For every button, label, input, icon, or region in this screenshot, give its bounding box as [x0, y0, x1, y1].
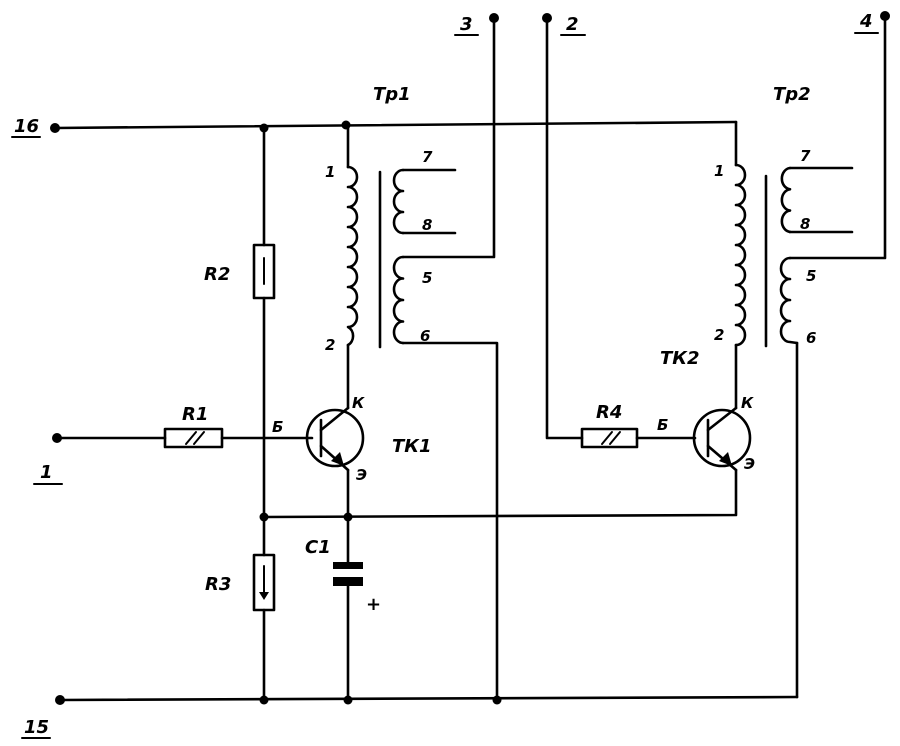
terminal-dots: [50, 11, 890, 705]
tr2-pin-1: 1: [714, 162, 724, 180]
terminal-16-dot: [50, 123, 60, 133]
tk2-body: [692, 408, 752, 468]
r1-body: [163, 427, 224, 449]
transistor-tk1: Б К Э ТК1: [272, 394, 432, 484]
tr1-pin-2: 2: [325, 336, 335, 354]
junction-dot: [259, 695, 269, 705]
transformer-tr2-label: Тр2: [773, 84, 811, 105]
r2-body: [252, 243, 276, 300]
junction-dot: [343, 695, 353, 705]
tr2-pin-5: 5: [806, 267, 816, 285]
terminal-3-label: 3: [460, 14, 473, 35]
tk1-label: ТК1: [392, 436, 432, 457]
tk1-base-label: Б: [272, 418, 283, 436]
tr2-pin-2: 2: [714, 326, 724, 344]
tr2-pin-7: 7: [800, 147, 811, 165]
r2-label: R2: [204, 264, 230, 285]
tk2-collector-lead: [706, 406, 738, 432]
tr1-pin-1: 1: [325, 163, 335, 181]
terminal-2-dot: [542, 13, 552, 23]
transistor-tk2: Б К Э ТК2: [657, 348, 755, 473]
tr1-pin-5: 5: [422, 269, 432, 287]
tk1-emitter-arrow: [331, 452, 344, 466]
r4-body: [580, 427, 639, 449]
tr2-secondary-7-8-winding: [780, 166, 792, 234]
tr1-primary-winding: [346, 165, 359, 347]
tr1-pin-8: 8: [422, 216, 432, 234]
capacitor-c1: C1 +: [305, 537, 381, 615]
tr2-pin-8: 8: [800, 215, 810, 233]
r1-label: R1: [182, 404, 208, 425]
tk2-collector-label: К: [741, 394, 754, 412]
transformer-tr1: Тр1 1 2 7 8 5 6: [325, 84, 433, 354]
resistor-r4: R4: [580, 402, 639, 449]
tk1-collector-label: К: [352, 394, 365, 412]
resistor-r1: R1: [163, 404, 224, 449]
tr2-secondary-5-6-winding: [779, 256, 799, 345]
tk1-collector-lead: [319, 406, 350, 432]
r3-body: [252, 553, 276, 612]
r4-label: R4: [596, 402, 622, 423]
terminal-4-dot: [880, 11, 890, 21]
tr1-pin-7: 7: [422, 148, 433, 166]
terminal-labels: 16 15 1 3 2 4: [11, 11, 879, 739]
tk2-emitter-label: Э: [744, 455, 755, 473]
junction-dot: [259, 512, 269, 522]
tr2-pin-6: 6: [806, 329, 816, 347]
tr1-secondary-5-6-winding: [392, 255, 405, 345]
c1-plate-bottom: [333, 577, 363, 586]
c1-label: C1: [305, 537, 331, 558]
junction-dot: [492, 695, 502, 705]
terminal-2-label: 2: [566, 14, 579, 35]
tk2-label: ТК2: [660, 348, 700, 369]
terminal-16-label: 16: [14, 116, 39, 137]
wires: [53, 16, 887, 702]
terminal-15-label: 15: [24, 717, 49, 738]
terminal-15-dot: [55, 695, 65, 705]
junctions: [259, 120, 502, 705]
c1-polarity: +: [366, 594, 381, 615]
c1-plate-top: [333, 562, 363, 569]
resistor-r3: R3: [205, 553, 276, 612]
tk1-emitter-label: Э: [356, 466, 367, 484]
terminal-3-dot: [489, 13, 499, 23]
transformer-tr1-label: Тр1: [373, 84, 411, 105]
tk2-base-label: Б: [657, 416, 668, 434]
terminal-4-label: 4: [859, 11, 873, 32]
tr1-pin-6: 6: [420, 327, 430, 345]
tk2-emitter-arrow: [719, 452, 732, 466]
terminal-1-dot: [52, 433, 62, 443]
tr2-primary-winding: [734, 163, 747, 347]
transformer-tr2: Тр2 1 2 7 8 5 6: [714, 84, 816, 348]
tk1-body: [305, 408, 365, 468]
junction-dot: [259, 123, 269, 133]
terminal-1-label: 1: [40, 462, 53, 483]
junction-dot: [341, 120, 351, 130]
resistor-r2: R2: [204, 243, 276, 300]
tr1-secondary-7-8-winding: [392, 168, 405, 235]
junction-dot: [343, 512, 353, 522]
r3-label: R3: [205, 574, 231, 595]
